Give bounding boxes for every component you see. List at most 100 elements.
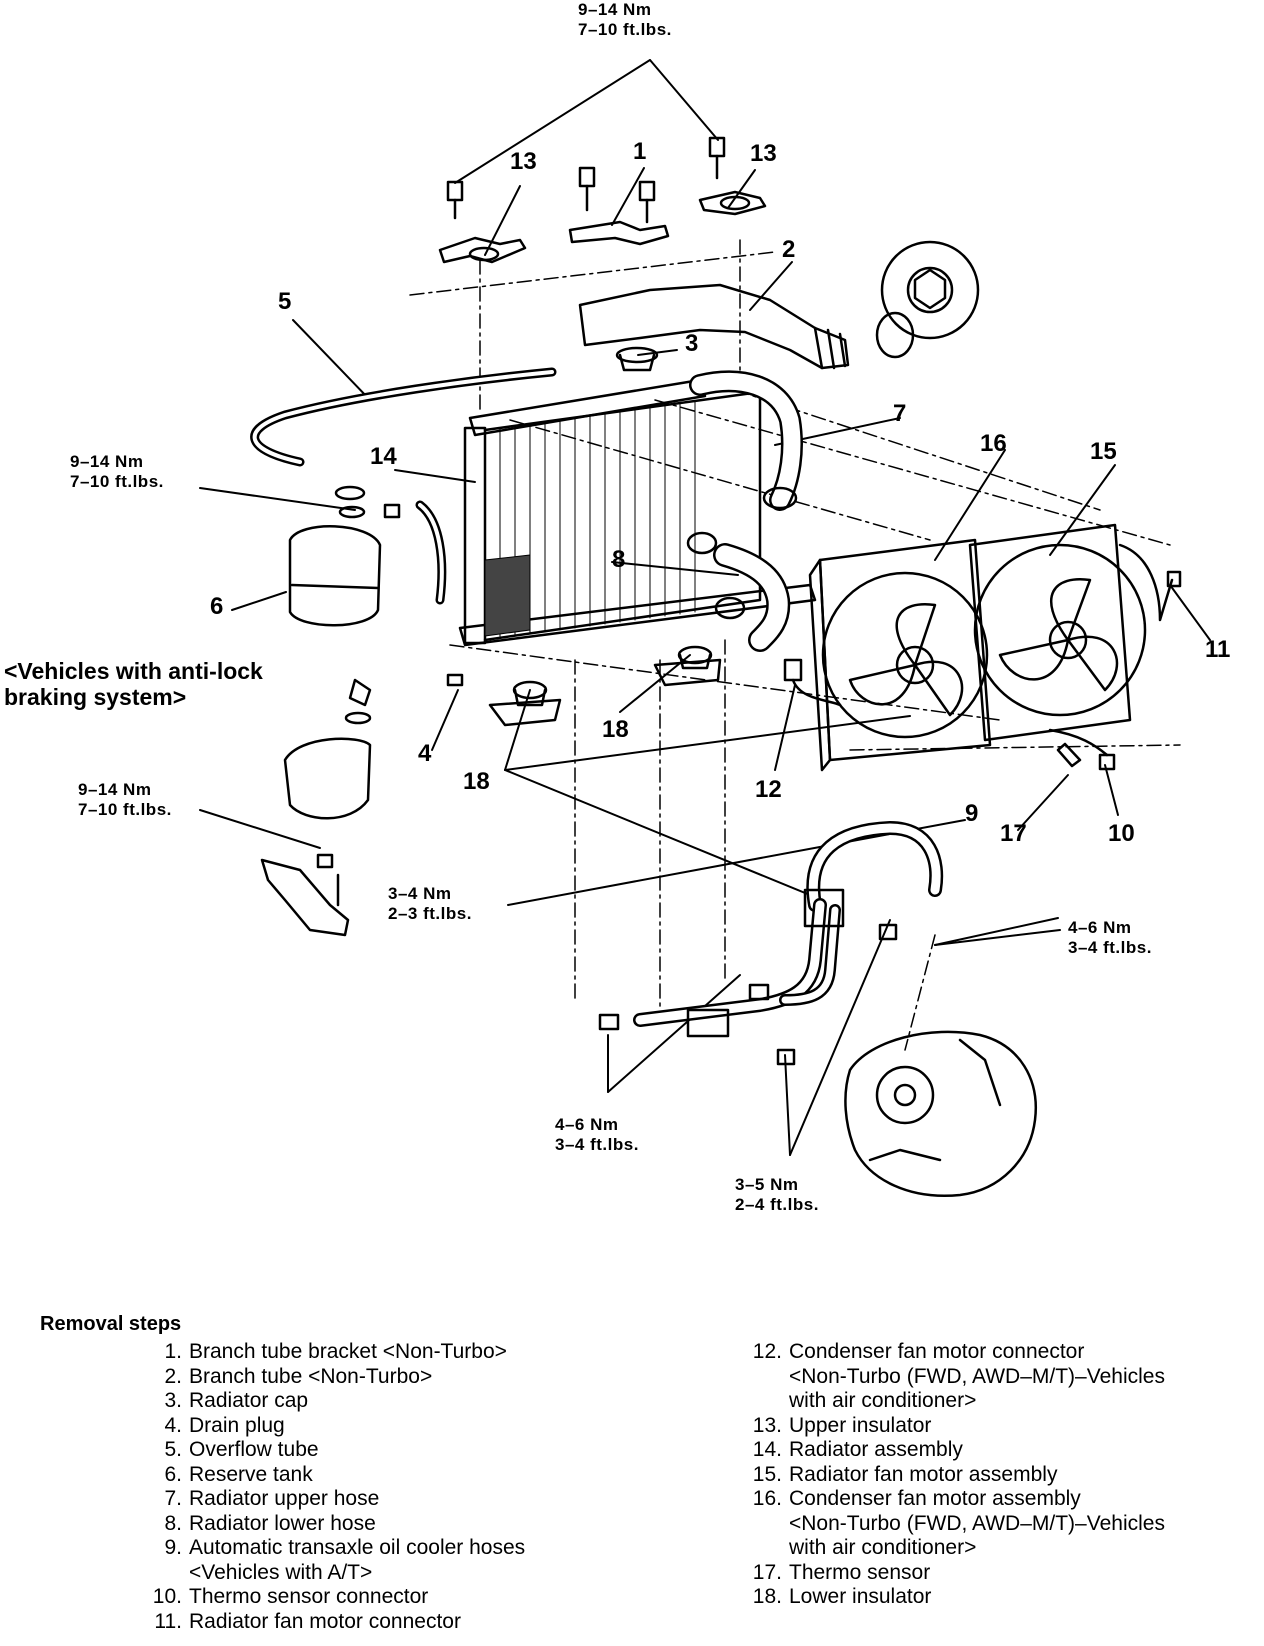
removal-step: 18. Lower insulator	[730, 1585, 1165, 1610]
step-text: Upper insulator	[789, 1413, 932, 1437]
removal-step: 11. Radiator fan motor connector	[130, 1610, 525, 1635]
step-text: Thermo sensor connector	[189, 1585, 429, 1608]
callout-4: 4	[418, 740, 432, 767]
removal-steps-title: Removal steps	[40, 1313, 182, 1335]
callout-18-lower: 18	[463, 768, 490, 795]
callout-7: 7	[893, 400, 907, 427]
branch-tube	[578, 240, 980, 370]
step-text: Reserve tank	[189, 1462, 313, 1486]
step-number: 8.	[164, 1511, 182, 1535]
condenser-fan-assembly	[808, 538, 992, 772]
step-number: 5.	[164, 1438, 182, 1461]
radiator-fan-assembly	[968, 523, 1182, 742]
callout-1: 1	[633, 138, 647, 165]
removal-steps-right: 12. Condenser fan motor connector <Non-Tu…	[730, 1340, 1165, 1610]
transaxle-housing	[844, 1030, 1037, 1197]
step-text: Condenser fan motor connector <Non-Turbo…	[789, 1340, 1165, 1412]
step-text: Radiator upper hose	[189, 1487, 380, 1510]
removal-step: 10. Thermo sensor connector	[130, 1585, 525, 1610]
radiator-exploded-diagram	[199, 59, 1211, 1197]
assembly-centerlines	[409, 239, 1181, 1051]
radiator-core	[458, 378, 817, 647]
step-text: Branch tube bracket <Non-Turbo>	[189, 1340, 507, 1363]
removal-step: 2. Branch tube <Non-Turbo>	[130, 1365, 525, 1390]
step-text: Drain plug	[189, 1413, 285, 1437]
step-text: Overflow tube	[189, 1438, 319, 1461]
callout-13-left: 13	[510, 148, 537, 175]
callout-9: 9	[965, 800, 979, 827]
drain-plug-and-lower-insulators	[446, 645, 722, 727]
removal-step: 3. Radiator cap	[130, 1389, 525, 1414]
callout-10: 10	[1108, 820, 1135, 847]
callout-5: 5	[278, 288, 292, 315]
step-number: 4.	[164, 1413, 182, 1437]
callout-2: 2	[782, 236, 796, 263]
callout-11: 11	[1205, 636, 1231, 663]
removal-step: 1. Branch tube bracket <Non-Turbo>	[130, 1340, 525, 1365]
callout-6: 6	[210, 593, 224, 620]
step-text: Condenser fan motor assembly <Non-Turbo …	[789, 1487, 1165, 1559]
removal-step: 7.Radiator upper hose	[130, 1487, 525, 1512]
removal-step: 12. Condenser fan motor connector <Non-Tu…	[730, 1340, 1165, 1414]
torque-union-bolt: 3–5 Nm 2–4 ft.lbs.	[735, 1175, 819, 1214]
removal-steps-left: 1. Branch tube bracket <Non-Turbo> 2. Branc…	[130, 1340, 525, 1634]
callout-16: 16	[980, 430, 1007, 457]
step-text: Radiator assembly	[789, 1438, 963, 1461]
removal-step: 17. Thermo sensor	[730, 1561, 1165, 1586]
step-text: Lower insulator	[789, 1585, 932, 1608]
step-text: Radiator cap	[189, 1389, 309, 1412]
callout-12: 12	[755, 776, 782, 803]
torque-hose-clamp-right: 4–6 Nm 3–4 ft.lbs.	[1068, 918, 1152, 957]
removal-step: 13. Upper insulator	[730, 1414, 1165, 1439]
reserve-tank	[288, 485, 401, 627]
abs-vehicles-note: <Vehicles with anti-lock braking system>	[4, 658, 263, 710]
removal-step: 4. Drain plug	[130, 1414, 525, 1439]
callout-18-upper: 18	[602, 716, 629, 743]
callout-3: 3	[685, 330, 699, 357]
step-number: 3.	[164, 1389, 182, 1412]
step-number: 10.	[152, 1585, 182, 1608]
removal-step: 15. Radiator fan motor assembly	[730, 1463, 1165, 1488]
abs-reserve-tank	[260, 678, 372, 937]
callout-8: 8	[612, 546, 626, 573]
step-number: 13.	[752, 1413, 782, 1437]
step-text: Branch tube <Non-Turbo>	[189, 1364, 433, 1388]
step-text: Radiator fan motor connector	[189, 1609, 461, 1633]
removal-step: 9. Automatic transaxle oil cooler hoses <…	[130, 1536, 525, 1585]
step-number: 2.	[164, 1364, 182, 1388]
step-number: 18.	[752, 1585, 782, 1608]
step-number: 14.	[752, 1438, 782, 1461]
step-text: Automatic transaxle oil cooler hoses <Ve…	[189, 1536, 526, 1584]
step-number: 1.	[164, 1340, 182, 1363]
upper-insulators-and-brackets	[438, 136, 767, 264]
torque-top-bolts: 9–14 Nm 7–10 ft.lbs.	[578, 0, 672, 39]
step-number: 15.	[752, 1462, 782, 1486]
torque-cooler-bracket: 3–4 Nm 2–3 ft.lbs.	[388, 884, 472, 923]
step-text: Thermo sensor	[789, 1560, 931, 1584]
step-text: Radiator fan motor assembly	[789, 1462, 1058, 1486]
removal-step: 6. Reserve tank	[130, 1463, 525, 1488]
removal-step: 8. Radiator lower hose	[130, 1512, 525, 1537]
overflow-tube	[250, 367, 557, 605]
step-number: 12.	[752, 1340, 782, 1363]
lower-hose	[686, 531, 791, 652]
callout-14: 14	[370, 443, 397, 470]
connectors-and-sensor	[783, 658, 1116, 771]
callout-13-right: 13	[750, 140, 777, 167]
step-number: 17.	[752, 1560, 782, 1584]
callout-15: 15	[1090, 438, 1117, 465]
removal-step: 16. Condenser fan motor assembly <Non-Tur…	[730, 1487, 1165, 1561]
step-number: 16.	[752, 1487, 782, 1510]
oil-cooler-hoses	[598, 821, 944, 1066]
step-number: 9.	[164, 1536, 182, 1559]
callout-17: 17	[1000, 820, 1027, 847]
torque-reserve-tank: 9–14 Nm 7–10 ft.lbs.	[70, 452, 164, 491]
radiator-cap	[615, 346, 659, 372]
upper-hose	[689, 370, 803, 511]
step-number: 11.	[154, 1609, 182, 1633]
step-text: Radiator lower hose	[189, 1511, 376, 1535]
step-number: 6.	[164, 1462, 182, 1486]
removal-step: 14. Radiator assembly	[730, 1438, 1165, 1463]
leader-lines	[199, 59, 1211, 1156]
torque-hose-clamp-bottom: 4–6 Nm 3–4 ft.lbs.	[555, 1115, 639, 1154]
